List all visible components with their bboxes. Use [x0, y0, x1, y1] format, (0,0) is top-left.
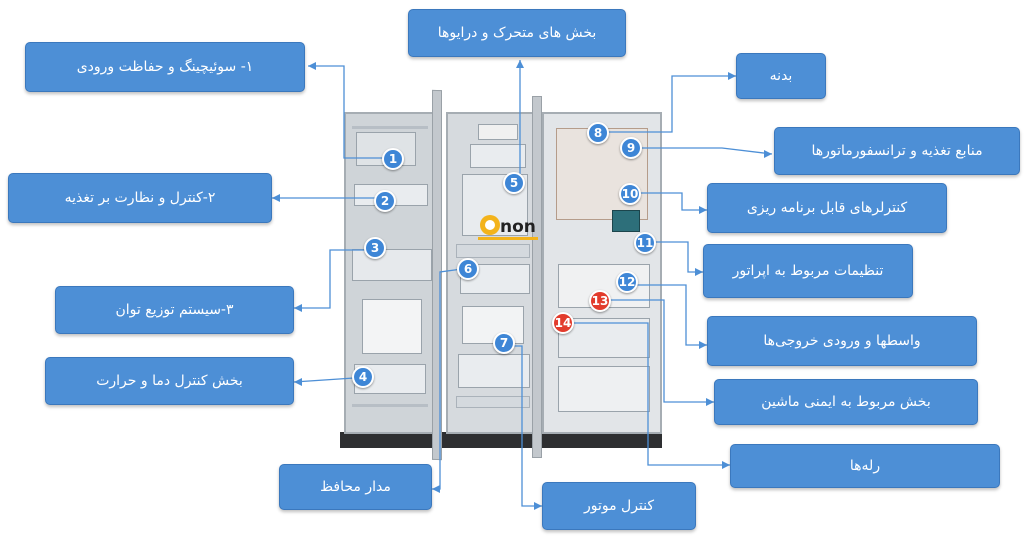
badge-6: 6 — [457, 258, 479, 280]
label-safety: بخش مربوط به ایمنی ماشین — [714, 379, 978, 425]
label-power-supply: منابع تغذیه و ترانسفورماتورها — [774, 127, 1020, 175]
badge-1: 1 — [382, 148, 404, 170]
label-body: بدنه — [736, 53, 826, 99]
badge-12: 12 — [616, 271, 638, 293]
label-motor: کنترل موتور — [542, 482, 696, 530]
label-switching: ۱- سوئیچینگ و حفاظت ورودی — [25, 42, 305, 92]
label-supply-control: ۲-کنترل و نظارت بر تغذیه — [8, 173, 272, 223]
label-thermal: بخش کنترل دما و حرارت — [45, 357, 294, 405]
label-ground: مدار محافظ — [279, 464, 432, 510]
badge-5: 5 — [503, 172, 525, 194]
badge-10: 10 — [619, 183, 641, 205]
label-plc: کنترلرهای قابل برنامه ریزی — [707, 183, 947, 233]
badge-4: 4 — [352, 366, 374, 388]
badge-14: 14 — [552, 312, 574, 334]
label-drives: بخش های متحرک و درایوها — [408, 9, 626, 57]
cabinet-middle-door — [532, 96, 542, 458]
label-operator: تنظیمات مربوط به اپراتور — [703, 244, 913, 298]
badge-3: 3 — [364, 237, 386, 259]
cabinet-plinth — [340, 432, 662, 448]
badge-8: 8 — [587, 122, 609, 144]
operator-screen — [612, 210, 640, 232]
badge-9: 9 — [620, 137, 642, 159]
badge-7: 7 — [493, 332, 515, 354]
label-io: واسطها و ورودی خروجی‌ها — [707, 316, 977, 366]
badge-2: 2 — [374, 190, 396, 212]
label-distribution: ۳-سیستم توزیع توان — [55, 286, 294, 334]
badge-13: 13 — [589, 290, 611, 312]
badge-11: 11 — [634, 232, 656, 254]
company-logo: non — [478, 210, 542, 244]
label-relays: رله‌ها — [730, 444, 1000, 488]
svg-text:non: non — [500, 217, 536, 237]
